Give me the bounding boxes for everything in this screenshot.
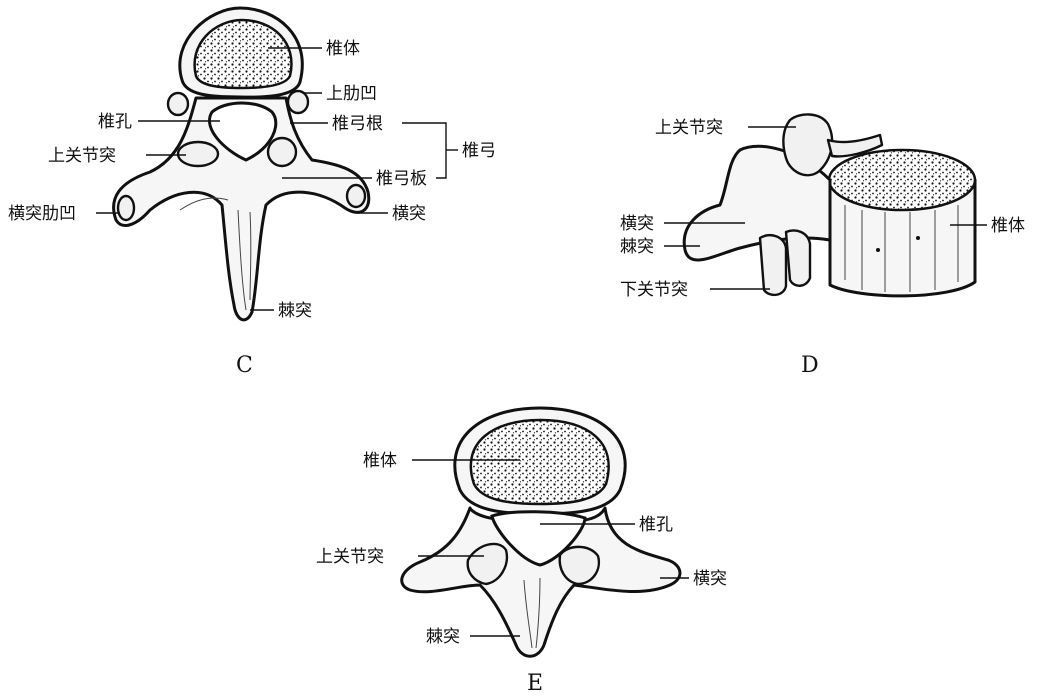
e-label-spinous: 棘突 bbox=[426, 627, 460, 647]
c-label-sup-articular: 上关节突 bbox=[48, 146, 116, 166]
c-label-foramen: 椎孔 bbox=[98, 112, 132, 132]
d-label-body: 椎体 bbox=[991, 216, 1025, 236]
c-label-sup-costal-fovea: 上肋凹 bbox=[326, 84, 377, 104]
e-label-foramen: 椎孔 bbox=[639, 515, 673, 535]
panel-d: 上关节突 横突 椎体 棘突 下关节突 D bbox=[620, 114, 1025, 378]
e-label-sup-articular: 上关节突 bbox=[316, 547, 384, 567]
d-label-inf-articular: 下关节突 bbox=[620, 280, 688, 300]
caption-e: E bbox=[527, 671, 543, 696]
d-label-sup-articular: 上关节突 bbox=[655, 118, 723, 138]
c-label-body: 椎体 bbox=[326, 39, 360, 59]
c-label-arch: 椎弓 bbox=[462, 141, 496, 161]
caption-c: C bbox=[236, 353, 253, 378]
panel-e: 椎体 椎孔 上关节突 横突 棘突 E bbox=[316, 408, 727, 696]
c-label-transverse: 横突 bbox=[392, 204, 426, 224]
c-label-pedicle: 椎弓根 bbox=[332, 114, 383, 134]
panel-d-drawing bbox=[684, 114, 975, 295]
c-label-lamina: 椎弓板 bbox=[376, 169, 427, 189]
c-label-spinous: 棘突 bbox=[278, 301, 312, 321]
d-label-spinous: 棘突 bbox=[620, 237, 654, 257]
e-label-transverse: 横突 bbox=[693, 569, 727, 589]
caption-d: D bbox=[801, 353, 819, 378]
e-label-body: 椎体 bbox=[363, 451, 397, 471]
c-label-transverse-costal-fovea: 横突肋凹 bbox=[8, 204, 76, 224]
panel-c: 椎体 上肋凹 椎孔 椎弓根 椎弓 上关节突 椎弓板 横突肋凹 横突 棘突 C bbox=[8, 8, 496, 378]
d-label-transverse: 横突 bbox=[620, 214, 654, 234]
